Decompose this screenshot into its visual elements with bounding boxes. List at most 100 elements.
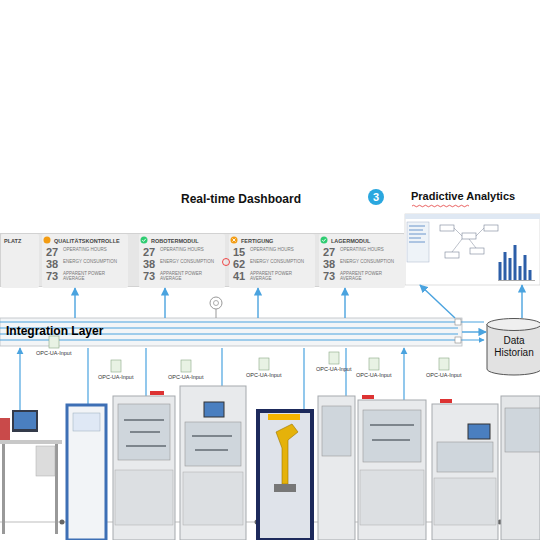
data-flow-arrow	[257, 288, 258, 318]
check-mark	[322, 239, 326, 242]
cabinet-window	[73, 413, 100, 431]
machine-uplink	[19, 348, 20, 410]
machine-base	[360, 470, 424, 525]
machine-window	[437, 442, 493, 472]
machine-base	[434, 478, 496, 525]
opc-icon	[259, 358, 269, 370]
machine-window	[185, 422, 241, 466]
flow-box	[462, 233, 476, 239]
input-label: OPC-UA-Input	[316, 366, 351, 372]
connector-group	[165, 288, 166, 318]
dashboard-module: ROBOTERMODUL27OPERATING HOURS38ENERGY CO…	[139, 234, 225, 288]
machine-station	[432, 404, 498, 540]
robot-base	[274, 484, 296, 492]
machine-tag	[440, 399, 452, 403]
input-label: OPC-UA-Input	[246, 372, 281, 378]
check-mark	[142, 239, 146, 242]
monitor-screen	[14, 412, 36, 429]
metric-label: OPERATING HOURS	[340, 248, 402, 253]
input-label: OPC-UA-Input	[168, 374, 203, 380]
connector-group	[75, 288, 76, 318]
bar-chart	[500, 245, 530, 280]
metric-value: 73	[143, 271, 155, 282]
status-icon	[231, 237, 238, 244]
desk-leg	[55, 444, 58, 534]
status-icon	[141, 237, 148, 244]
machine-station	[180, 386, 246, 540]
integration-layer: Integration Layer	[0, 318, 462, 346]
node-heading: ROBOTERMODUL	[151, 238, 199, 244]
bus-to-historian	[458, 322, 484, 340]
data-flow-arrow	[74, 288, 75, 318]
floor-dot	[60, 520, 65, 525]
machine-tag	[362, 395, 374, 399]
data-flow-arrow	[462, 331, 486, 332]
machine-base	[115, 470, 173, 525]
opc-icon	[111, 360, 121, 372]
chart-axis	[498, 280, 535, 281]
data-flow-arrow	[344, 288, 345, 318]
metric-label: APPARENT POWER AVERAGE	[160, 272, 222, 282]
metric-value: 27	[323, 247, 335, 258]
metric-label: APPARENT POWER AVERAGE	[340, 272, 402, 282]
integration-band	[0, 318, 462, 346]
machine-tag	[150, 391, 164, 395]
metric-label: OPERATING HOURS	[250, 248, 312, 253]
cylinder-body	[487, 324, 540, 375]
metric-value: 38	[143, 259, 155, 270]
shelf-items	[0, 418, 10, 440]
connector-group	[345, 288, 346, 318]
monitor	[12, 410, 38, 432]
robot-cell	[258, 411, 312, 540]
metric-value: 15	[233, 247, 245, 258]
desk-top	[0, 440, 62, 444]
status-icon	[44, 237, 51, 244]
dashboard-module: FERTIGUNG15OPERATING HOURS62ENERGY CONSU…	[229, 234, 315, 288]
connector-group	[420, 285, 455, 318]
node-heading: PLATZ	[4, 238, 21, 244]
dashboard-module: PLATZ	[1, 234, 39, 288]
desk-drawers	[36, 446, 55, 476]
cross-mark	[233, 239, 236, 242]
opc-icon	[329, 352, 339, 364]
connector-group	[522, 285, 523, 318]
input-label: OPC-UA-Input	[356, 372, 391, 378]
metric-label: ENERGY CONSUMPTION	[340, 260, 402, 265]
metric-label: ENERGY CONSUMPTION	[160, 260, 222, 265]
machine-parts	[124, 420, 166, 446]
flow-box	[484, 225, 498, 231]
desk-leg	[2, 444, 5, 534]
robot-arm	[276, 424, 298, 484]
metric-label: OPERATING HOURS	[160, 248, 222, 253]
screenshot-panel	[407, 222, 429, 262]
cabinet	[67, 405, 106, 540]
input-label: OPC-UA-Input	[98, 374, 133, 380]
opc-icon	[439, 358, 449, 370]
robot-cell-sign	[268, 414, 300, 420]
connector-group	[258, 288, 259, 318]
machine-window	[363, 410, 421, 462]
cloud-link	[216, 309, 217, 318]
machine-window	[505, 408, 540, 452]
screenshot-lines	[409, 226, 426, 242]
machine-parts	[192, 436, 232, 450]
metric-value: 41	[233, 271, 245, 282]
node-heading: Integration Layer	[6, 324, 103, 338]
node-heading: Pradictive Analytics	[411, 190, 515, 202]
database-cylinder: Data Historian	[486, 318, 540, 376]
machine-window	[118, 404, 170, 460]
flow-box	[445, 252, 459, 258]
node-heading: QUALITÄTSKONTROLLE	[54, 238, 120, 244]
machine-station	[358, 400, 426, 540]
machine-station	[113, 396, 175, 540]
metric-label: ENERGY CONSUMPTION	[63, 260, 125, 265]
node-heading: Data Historian	[488, 335, 540, 359]
callout-number: 3	[368, 190, 384, 204]
flow-link	[452, 228, 484, 252]
cloud-icon	[210, 297, 222, 309]
metric-label: OPERATING HOURS	[63, 248, 125, 253]
opc-icon	[181, 360, 191, 372]
flow-box	[470, 248, 484, 254]
screenshot-toolbar	[405, 214, 540, 219]
